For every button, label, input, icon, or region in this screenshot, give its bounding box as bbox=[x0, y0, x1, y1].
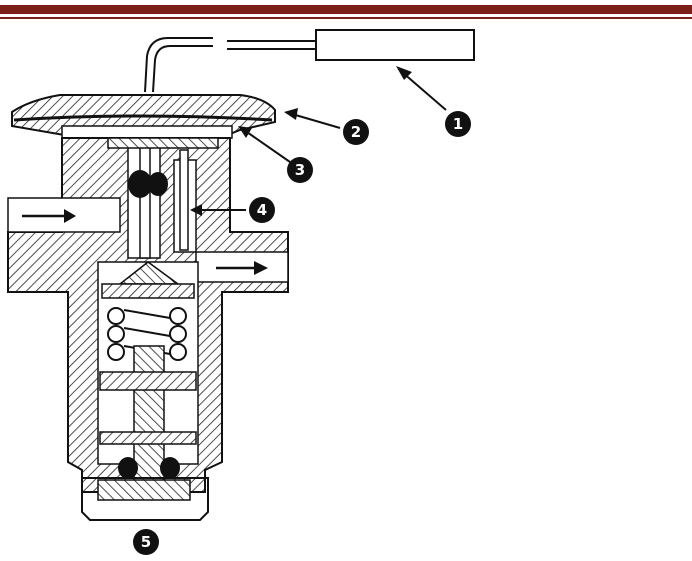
leader-arrow-2 bbox=[284, 108, 341, 129]
lower-o-ring bbox=[118, 457, 180, 479]
header-rule-thick bbox=[0, 5, 692, 14]
outlet-flow-arrow bbox=[216, 261, 268, 275]
upper-o-ring bbox=[128, 170, 168, 198]
leader-arrow-1 bbox=[396, 66, 447, 111]
sensing-bulb bbox=[315, 29, 475, 61]
callout-5: 5 bbox=[133, 529, 159, 555]
push-pins bbox=[107, 137, 219, 259]
callout-2-label: 2 bbox=[351, 123, 361, 141]
header-double-rule bbox=[0, 5, 692, 19]
valve-needle bbox=[101, 261, 195, 299]
bottom-cap bbox=[81, 477, 209, 521]
inlet-flow-arrow bbox=[22, 209, 76, 223]
callout-1-label: 1 bbox=[453, 115, 463, 133]
callout-4: 4 bbox=[249, 197, 275, 223]
leader-arrow-4 bbox=[190, 204, 246, 216]
callout-2: 2 bbox=[343, 119, 369, 145]
leader-arrow-3 bbox=[238, 126, 291, 163]
callout-4-label: 4 bbox=[257, 201, 267, 219]
callout-1: 1 bbox=[445, 111, 471, 137]
capillary-tube bbox=[144, 37, 316, 93]
callout-3: 3 bbox=[287, 157, 313, 183]
callout-5-label: 5 bbox=[141, 533, 151, 551]
diaphragm-head bbox=[11, 94, 276, 139]
header-rule-thin bbox=[0, 17, 692, 19]
callout-3-label: 3 bbox=[295, 161, 305, 179]
